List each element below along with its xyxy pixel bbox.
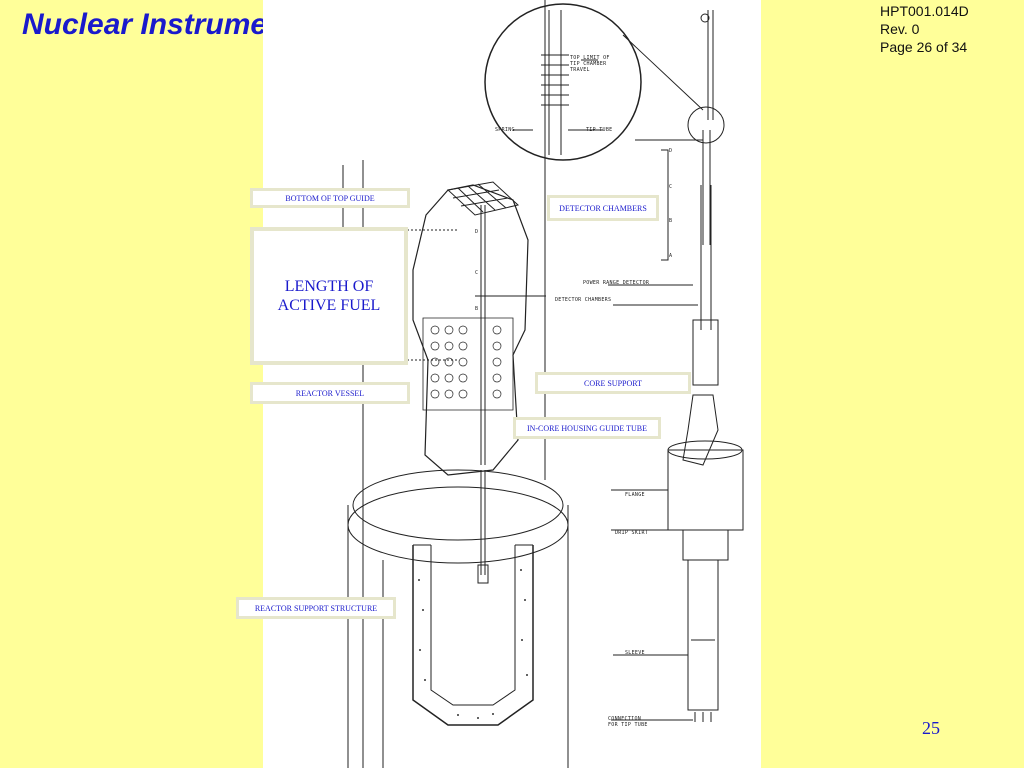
callout-bottom-of-top-guide: BOTTOM OF TOP GUIDE [250, 188, 410, 208]
flange-label: FLANGE [625, 492, 645, 498]
power-range-detector-label: POWER RANGE DETECTOR [583, 280, 650, 286]
callout-detector-chambers: DETECTOR CHAMBERS [547, 195, 659, 221]
callout-core-support: CORE SUPPORT [535, 372, 691, 394]
doc-id: HPT001.014D [880, 3, 969, 19]
page-count: Page 26 of 34 [880, 39, 968, 55]
core-level-b-label: B [475, 306, 479, 312]
diagram-drawing [342, 0, 744, 768]
level-b-label: B [669, 218, 673, 224]
level-c-label: C [669, 184, 673, 190]
level-a-label: A [669, 253, 673, 259]
callout-in-core-housing-guide-tube: IN-CORE HOUSING GUIDE TUBE [513, 417, 661, 439]
callout-reactor-vessel: REACTOR VESSEL [250, 382, 410, 404]
callout-length-of-active-fuel: LENGTH OF ACTIVE FUEL [250, 227, 408, 365]
document-info: HPT001.014D Rev. 0 Page 26 of 34 [880, 2, 969, 56]
core-level-d-label: D [475, 229, 479, 235]
revision: Rev. 0 [880, 21, 920, 37]
detector-chambers-drawing-label: DETECTOR CHAMBERS [555, 297, 612, 303]
level-d-label: D [669, 148, 673, 154]
spring-label: SPRING [495, 127, 515, 133]
drip-skirt-label: DRIP SKIRT [615, 530, 649, 536]
core-level-c-label: C [475, 270, 479, 276]
callout-reactor-support-structure: REACTOR SUPPORT STRUCTURE [236, 597, 396, 619]
tip-tube-label: TIP TUBE [586, 127, 613, 133]
connection-label: CONNECTION FOR TIP TUBE [608, 716, 648, 728]
sleeve-label: SLEEVE [625, 650, 645, 656]
top-limit-label: TOP LIMIT OF TIP CHAMBER TRAVEL [570, 55, 610, 73]
slide-number: 25 [922, 718, 940, 738]
